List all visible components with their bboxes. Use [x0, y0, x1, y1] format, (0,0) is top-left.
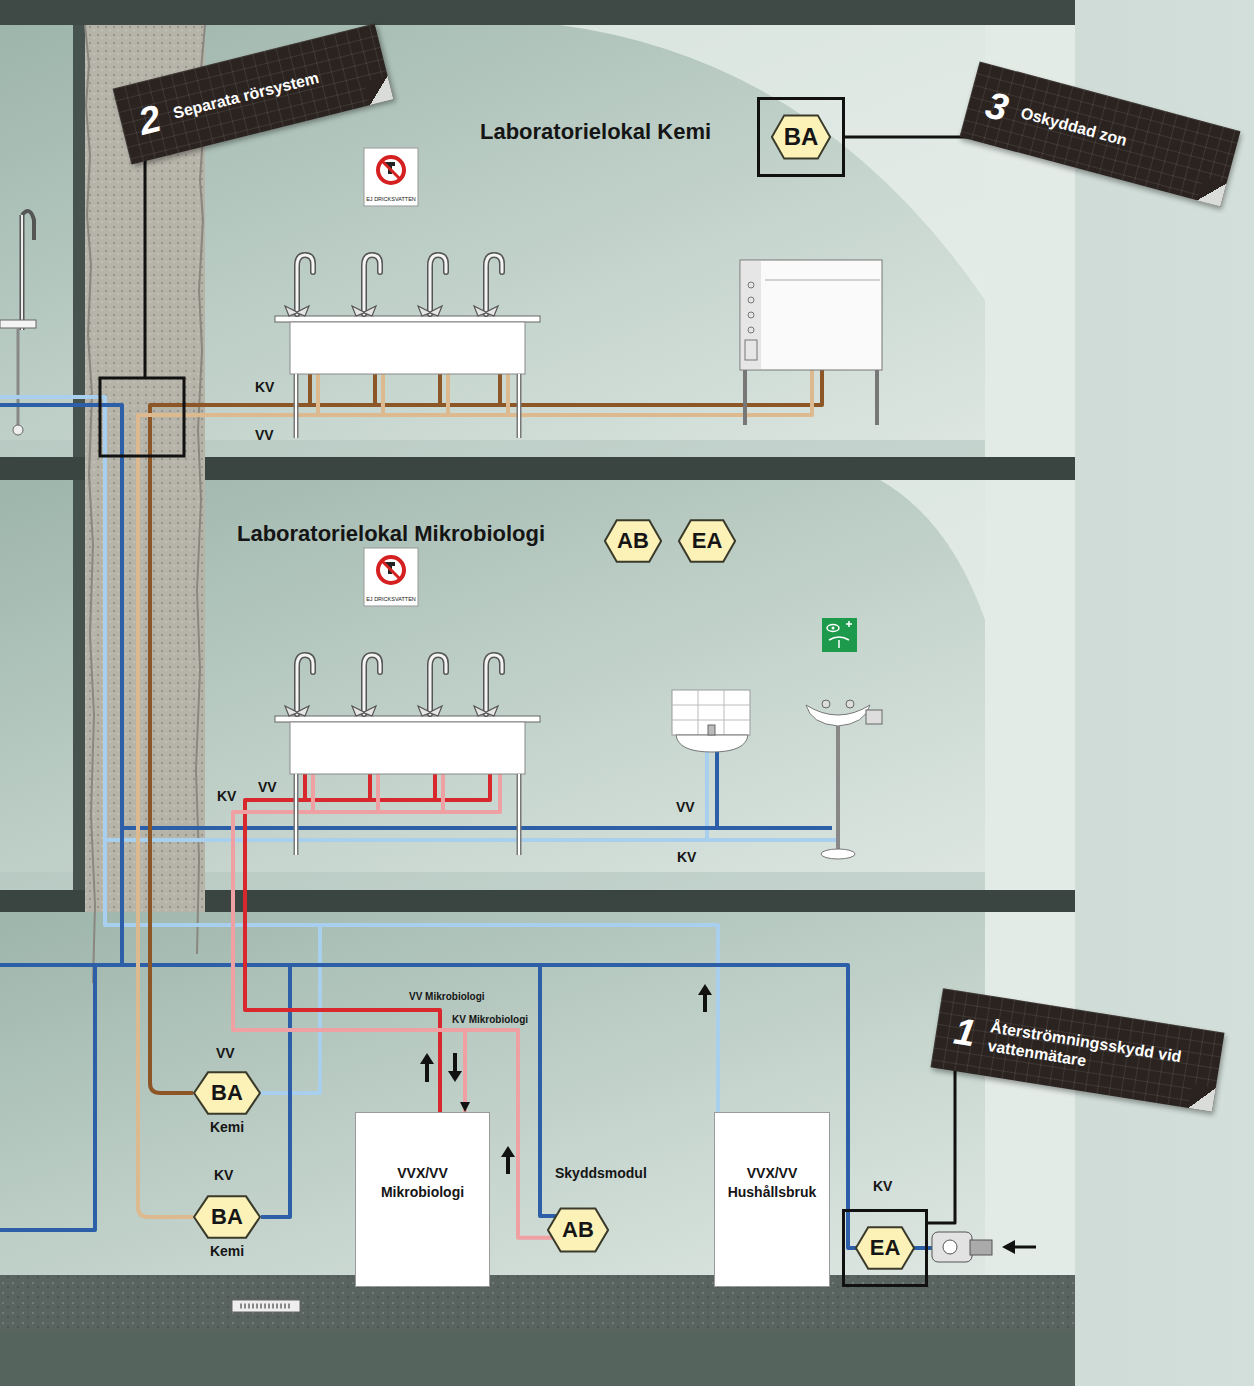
hexagon-label: BA: [211, 1082, 243, 1104]
hexagon-outline: [856, 1227, 914, 1268]
callout-number: 2: [135, 99, 165, 141]
pipe-label: VV: [255, 428, 274, 443]
pipe-label: KV: [255, 380, 274, 395]
callout-text: Separata rörsystem: [171, 68, 321, 123]
heat-exchanger-box: VVX/VV Hushållsbruk: [714, 1112, 830, 1287]
zone-hexagon: AB: [604, 519, 662, 563]
pipe-label: KV: [214, 1168, 233, 1183]
callout-tag: 1Återströmningsskydd vid vattenmätare: [930, 988, 1224, 1112]
hexagon-outline: [772, 115, 830, 158]
hexagon-label: EA: [692, 530, 723, 552]
pipe-label: KV: [677, 850, 696, 865]
hexagon-label: AB: [617, 530, 649, 552]
pipe-label: KV: [873, 1179, 892, 1194]
leader-line: [928, 1050, 955, 1223]
box-label: VVX/VV Hushållsbruk: [721, 1164, 823, 1200]
hexagon-label: BA: [211, 1206, 243, 1228]
room-heading: Laboratorielokal Mikrobiologi: [237, 522, 545, 546]
callout-number: 3: [982, 85, 1012, 127]
pipe-label: KV Mikrobiologi: [452, 1014, 528, 1025]
hexagon-label: AB: [562, 1219, 594, 1241]
pipe-label: VV: [676, 800, 695, 815]
callout-text: Återströmningsskydd vid vattenmätare: [986, 1017, 1191, 1086]
protection-point: EA: [842, 1209, 928, 1287]
hexagon-label: BA: [784, 125, 819, 149]
hexagon-outline: [679, 520, 735, 561]
pipe-label: VV: [216, 1046, 235, 1061]
pipe-label: VV Mikrobiologi: [409, 991, 485, 1002]
callout-number: 1: [952, 1012, 979, 1053]
zone-name: Kemi: [163, 1243, 291, 1259]
callout-tag: 2Separata rörsystem: [113, 23, 394, 164]
zone-hexagon: AB: [547, 1207, 609, 1253]
hexagon-outline: [605, 520, 661, 561]
zone-hexagon: BAKemi: [193, 1195, 261, 1239]
callout-text: Oskyddad zon: [1018, 104, 1129, 151]
zone-hexagon: EA: [678, 519, 736, 563]
pipe-label: KV: [217, 789, 236, 804]
sign-text: EJ DRICKSVATTEN: [364, 596, 418, 602]
heat-exchanger-box: VVX/VV Mikrobiologi: [355, 1112, 490, 1287]
protection-point: BA: [757, 97, 845, 177]
room-heading: Laboratorielokal Kemi: [480, 120, 711, 144]
pipe-label: VV: [258, 780, 277, 795]
hexagon-outline: [194, 1196, 260, 1237]
hexagon-outline: [194, 1072, 260, 1113]
hexagon-label: EA: [870, 1237, 901, 1259]
box-label: VVX/VV Mikrobiologi: [362, 1164, 483, 1200]
zone-hexagon: BAKemi: [193, 1071, 261, 1115]
module-label: Skyddsmodul: [555, 1166, 647, 1181]
hexagon-outline: [548, 1208, 608, 1251]
zone-name: Kemi: [163, 1119, 291, 1135]
callout-tag: 3Oskyddad zon: [960, 61, 1241, 206]
sign-text: EJ DRICKSVATTEN: [364, 196, 418, 202]
